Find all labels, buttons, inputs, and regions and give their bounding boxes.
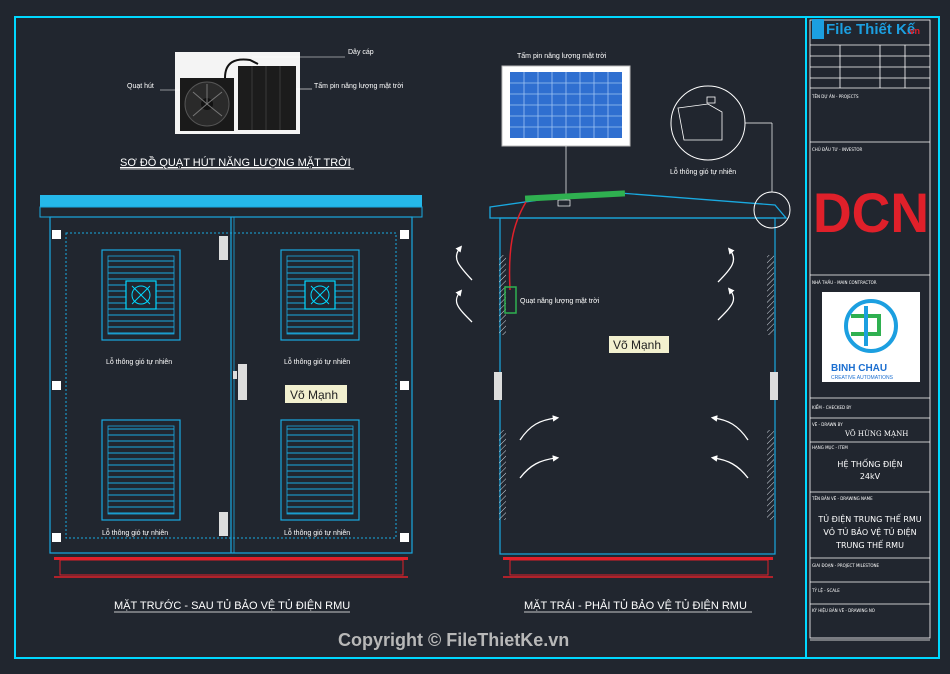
item-label: HẠNG MỤC - ITEM bbox=[812, 445, 848, 450]
exhaust-fan-label: Quạt hút bbox=[127, 83, 154, 90]
solar-fan-diagram bbox=[160, 52, 345, 134]
solar-cable bbox=[508, 201, 527, 291]
natural-vent-detail-label: Lỗ thông gió tự nhiên bbox=[670, 167, 736, 176]
watermark-box bbox=[609, 336, 669, 353]
roof-solar-strip bbox=[524, 190, 626, 202]
title-block: File Thiết Kế .vn TÊN DỰ ÁN - PROJECTS C… bbox=[809, 19, 931, 641]
vent-bottom-left bbox=[101, 419, 181, 521]
drawn-label: VẼ - DRAWN BY bbox=[812, 422, 843, 427]
watermark-text: Võ Mạnh bbox=[613, 338, 661, 352]
vent-label: Lỗ thông gió tự nhiên bbox=[106, 357, 172, 366]
binh-chau-name: BINH CHAU bbox=[831, 363, 887, 374]
airflow-arrows bbox=[455, 245, 749, 479]
mini-solar-panel-image bbox=[238, 66, 296, 130]
drawing-name-line: TỦ ĐIỆN TRUNG THẾ RMU bbox=[817, 513, 921, 525]
front-roof bbox=[40, 195, 422, 207]
filethietke-logo bbox=[812, 19, 824, 39]
drawing-name-label: TÊN BẢN VẼ - DRAWING NAME bbox=[811, 496, 873, 501]
drawing-frame bbox=[14, 16, 940, 659]
system-voltage: 24kV bbox=[860, 472, 881, 481]
vent-label: Lỗ thông gió tự nhiên bbox=[102, 528, 168, 537]
drawing-name-line: VỎ TỦ BẢO VỆ TỦ ĐIỆN bbox=[823, 526, 916, 538]
title-block-grid bbox=[810, 44, 930, 641]
side-view bbox=[489, 65, 791, 578]
solar-fan-label: Quạt năng lượng mặt trời bbox=[520, 298, 600, 305]
front-view bbox=[39, 195, 423, 578]
filethietke-logo-suffix: .vn bbox=[907, 26, 920, 36]
door-handle bbox=[219, 236, 247, 536]
side-base bbox=[503, 557, 773, 578]
investor-label: CHỦ ĐẦU TƯ - INVESTOR bbox=[812, 147, 862, 152]
checked-label: KIỂM - CHECKED BY bbox=[812, 405, 852, 410]
side-hinge-strip bbox=[494, 255, 778, 520]
side-body bbox=[499, 217, 776, 555]
cable-label: Dây cáp bbox=[348, 49, 374, 56]
watermark-box bbox=[285, 385, 347, 403]
vent-label: Lỗ thông gió tự nhiên bbox=[284, 357, 350, 366]
fan-diagram-title: SƠ ĐỒ QUẠT HÚT NĂNG LƯỢNG MẶT TRỜI bbox=[120, 156, 351, 169]
side-view-caption: MẶT TRÁI - PHẢI TỦ BẢO VỆ TỦ ĐIỆN RMU bbox=[524, 599, 747, 612]
binh-chau-logo bbox=[822, 292, 920, 382]
vent-bottom-right bbox=[280, 419, 360, 521]
vent-label: Lỗ thông gió tự nhiên bbox=[284, 528, 350, 537]
project-label: TÊN DỰ ÁN - PROJECTS bbox=[811, 94, 859, 99]
front-view-caption: MẶT TRƯỚC - SAU TỦ BẢO VỆ TỦ ĐIỆN RMU bbox=[114, 599, 350, 612]
scale-label: TỶ LỆ - SCALE bbox=[811, 588, 840, 593]
system-title: HỆ THỐNG ĐIỆN bbox=[837, 457, 902, 470]
contractor-label: NHÀ THẦU - MAIN CONTRACTOR bbox=[812, 280, 877, 285]
copyright-text: Copyright © FileThietKe.vn bbox=[338, 630, 569, 650]
milestone-label: GIAI ĐOẠN - PROJECT MILESTONE bbox=[812, 563, 879, 568]
drawing-name-line: TRUNG THẾ RMU bbox=[835, 539, 904, 550]
drawing-number-label: KÝ HIỆU BẢN VẼ - DRAWING NO bbox=[812, 608, 875, 613]
binh-chau-tagline: CREATIVE AUTOMATIONS bbox=[831, 375, 894, 381]
solar-panel-title: Tấm pin năng lượng mặt trời bbox=[517, 51, 607, 60]
solar-panel-label: Tấm pin năng lượng mặt trời bbox=[314, 81, 404, 90]
watermark-text: Võ Mạnh bbox=[290, 388, 338, 402]
front-base bbox=[54, 557, 408, 578]
vent-top-right bbox=[280, 249, 360, 341]
detail-callout-circle bbox=[753, 191, 791, 229]
solar-fan-unit bbox=[504, 286, 517, 314]
vent-top-left bbox=[101, 249, 181, 341]
drawn-name: VÕ HÙNG MẠNH bbox=[844, 429, 908, 438]
dcn-logo: DCN bbox=[813, 181, 929, 244]
filethietke-logo-text: File Thiết Kế bbox=[826, 21, 916, 38]
